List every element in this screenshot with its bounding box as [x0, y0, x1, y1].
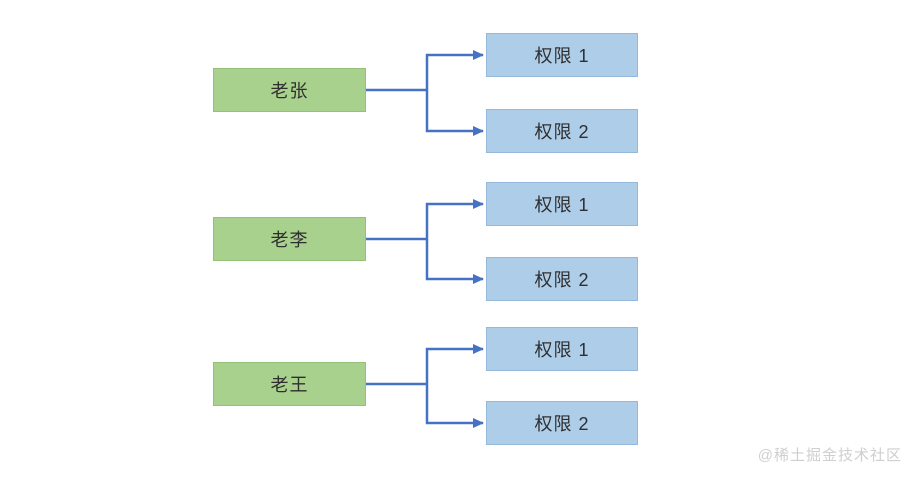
source-node-laozhang: 老张: [213, 68, 366, 112]
connector-arrow-1a: [425, 50, 484, 90]
target-node-permission-2: 权限 2: [486, 257, 638, 301]
connector-arrow-1b: [425, 90, 484, 136]
target-node-permission-2: 权限 2: [486, 109, 638, 153]
target-node-permission-1: 权限 1: [486, 182, 638, 226]
source-node-laoli: 老李: [213, 217, 366, 261]
target-node-permission-2: 权限 2: [486, 401, 638, 445]
source-node-laowang: 老王: [213, 362, 366, 406]
connector-arrow-2a: [425, 199, 484, 239]
connector-arrow-2b: [425, 239, 484, 284]
connector-arrow-3b: [425, 384, 484, 428]
connector-arrow-3a: [425, 344, 484, 384]
target-node-permission-1: 权限 1: [486, 327, 638, 371]
watermark-text: @稀土掘金技术社区: [757, 447, 902, 464]
target-node-permission-1: 权限 1: [486, 33, 638, 77]
